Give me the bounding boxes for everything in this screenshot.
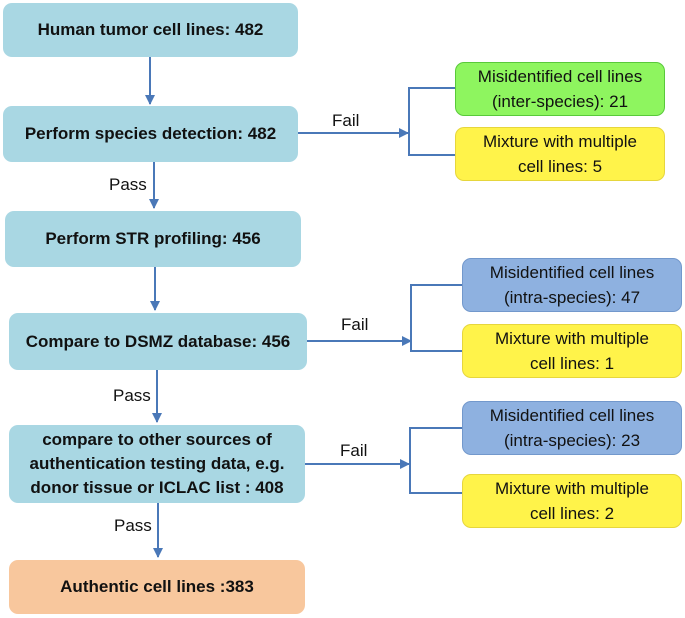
fail-bracket-2 [410,284,462,352]
step-label: Human tumor cell lines: 482 [37,20,264,39]
outcome-label: Misidentified cell lines (inter-species)… [477,67,643,111]
pass-label-1: Pass [109,175,147,194]
fail-bracket-1 [408,87,455,156]
step-label: Authentic cell lines :383 [60,577,254,596]
outcome-label: Mixture with multiple cell lines: 5 [483,132,637,176]
step-str-profiling: Perform STR profiling: 456 [5,211,301,267]
outcome-label: Misidentified cell lines (intra-species)… [489,263,655,307]
step-label: Perform STR profiling: 456 [45,229,261,248]
fail-label-2: Fail [341,315,369,334]
pass-label-2: Pass [113,386,151,405]
outcome-label: Misidentified cell lines (intra-species)… [489,406,655,450]
step-human-tumor-cell-lines: Human tumor cell lines: 482 [3,3,298,57]
pass-label-3: Pass [114,516,152,535]
outcome-label: Mixture with multiple cell lines: 2 [495,479,649,523]
outcome-mixture-1: Mixture with multiple cell lines: 1 [462,324,682,378]
outcome-misidentified-intra-species-47: Misidentified cell lines (intra-species)… [462,258,682,312]
step-label: Perform species detection: 482 [24,124,277,143]
step-label: compare to other sources of authenticati… [29,430,285,497]
step-compare-other-sources: compare to other sources of authenticati… [9,425,305,503]
outcome-mixture-5: Mixture with multiple cell lines: 5 [455,127,665,181]
outcome-misidentified-intra-species-23: Misidentified cell lines (intra-species)… [462,401,682,455]
fail-bracket-3 [409,427,462,494]
fail-label-3: Fail [340,441,368,460]
step-compare-dsmz: Compare to DSMZ database: 456 [9,313,307,370]
outcome-misidentified-inter-species: Misidentified cell lines (inter-species)… [455,62,665,116]
fail-label-1: Fail [332,111,360,130]
step-authentic-cell-lines: Authentic cell lines :383 [9,560,305,614]
outcome-mixture-2: Mixture with multiple cell lines: 2 [462,474,682,528]
outcome-label: Mixture with multiple cell lines: 1 [495,329,649,373]
step-species-detection: Perform species detection: 482 [3,106,298,162]
step-label: Compare to DSMZ database: 456 [25,331,291,351]
